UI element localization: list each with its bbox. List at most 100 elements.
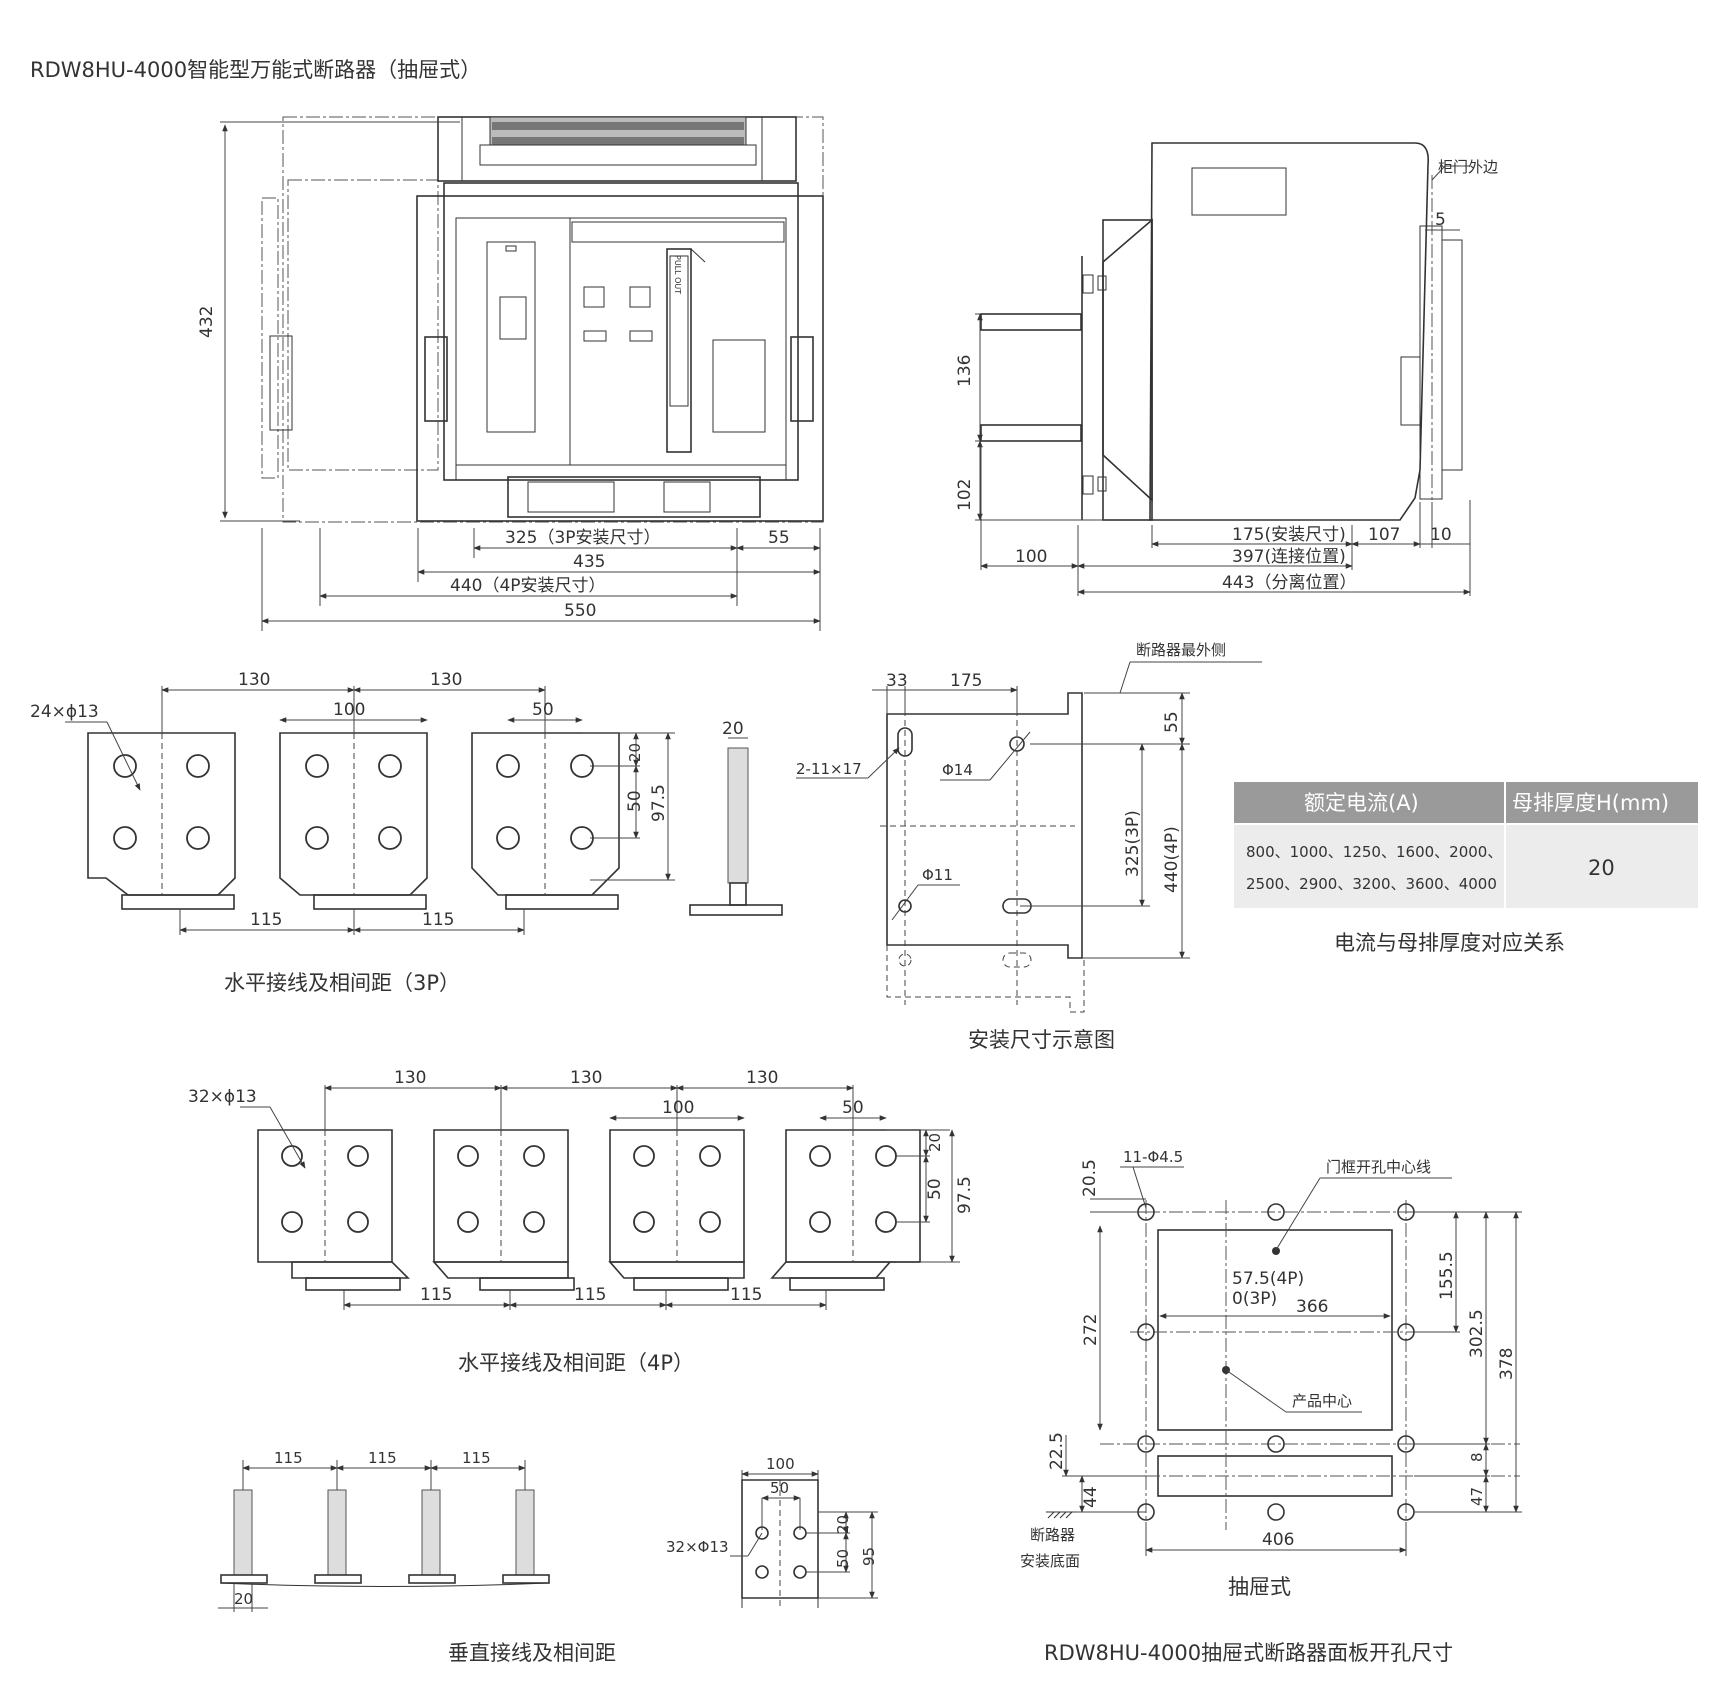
dim-115-a: 115 bbox=[250, 910, 282, 930]
table-header-thickness: 母排厚度H(mm) bbox=[1512, 791, 1669, 815]
dim-20-v: 20 bbox=[234, 1590, 253, 1608]
sub-caption: 抽屉式 bbox=[1228, 1575, 1291, 1599]
dim-378: 378 bbox=[1497, 1348, 1517, 1380]
dim-115-c-v: 115 bbox=[462, 1449, 491, 1467]
dim-22-5: 22.5 bbox=[1047, 1432, 1067, 1470]
table-row-line-1: 800、1000、1250、1600、2000、 bbox=[1246, 843, 1502, 861]
holes-label-v: 32×Φ13 bbox=[666, 1538, 729, 1556]
dim-115-a-v: 115 bbox=[274, 1449, 303, 1467]
dim-115-b: 115 bbox=[422, 910, 454, 930]
outer-side-label: 断路器最外侧 bbox=[1136, 641, 1226, 659]
dim-50-v-4p: 50 bbox=[925, 1178, 945, 1200]
caption-mounting: 安装尺寸示意图 bbox=[968, 1028, 1115, 1052]
door-center-label: 门框开孔中心线 bbox=[1326, 1158, 1431, 1176]
dim-136: 136 bbox=[955, 355, 975, 387]
slots-label: 2-11×17 bbox=[796, 760, 862, 778]
dim-406: 406 bbox=[1262, 1530, 1294, 1550]
dim-130-c-4p: 130 bbox=[746, 1068, 778, 1088]
dim-100: 100 bbox=[333, 700, 365, 720]
table-row-line-2: 2500、2900、3200、3600、4000 bbox=[1246, 875, 1497, 893]
dim-50: 50 bbox=[532, 700, 554, 720]
dim-130-a: 130 bbox=[238, 670, 270, 690]
base-label-2: 安装底面 bbox=[1020, 1552, 1080, 1570]
dim-432: 432 bbox=[197, 306, 217, 338]
dim-115-b-4p: 115 bbox=[574, 1285, 606, 1305]
dim-397: 397(连接位置) bbox=[1232, 547, 1346, 567]
dim-0-3p: 0(3P) bbox=[1232, 1289, 1277, 1309]
dim-366: 366 bbox=[1296, 1297, 1328, 1317]
caption-panel: RDW8HU-4000抽屉式断路器面板开孔尺寸 bbox=[1044, 1641, 1453, 1665]
dim-272: 272 bbox=[1081, 1314, 1101, 1346]
holes-label-panel: 11-Φ4.5 bbox=[1123, 1148, 1183, 1166]
dim-95: 95 bbox=[860, 1547, 878, 1566]
page-title: RDW8HU-4000智能型万能式断路器（抽屉式） bbox=[30, 58, 481, 82]
dim-115-a-4p: 115 bbox=[420, 1285, 452, 1305]
dim-47: 47 bbox=[1468, 1487, 1486, 1506]
thickness-table: 额定电流(A) 母排厚度H(mm) 800、1000、1250、1600、200… bbox=[1234, 782, 1698, 955]
horizontal-4p: 130 130 130 100 50 32×ϕ13 20 50 97.5 115… bbox=[188, 1068, 975, 1375]
dim-550: 550 bbox=[564, 601, 596, 621]
caption-vertical: 垂直接线及相间距 bbox=[448, 1641, 616, 1665]
dim-20: 20 bbox=[626, 743, 644, 762]
caption-3p: 水平接线及相间距（3P） bbox=[224, 971, 460, 995]
dim-55-m: 55 bbox=[1162, 711, 1182, 733]
base-hatch bbox=[1046, 1511, 1076, 1519]
dim-8: 8 bbox=[1468, 1452, 1486, 1462]
dim-102: 102 bbox=[955, 479, 975, 511]
dim-44: 44 bbox=[1081, 1486, 1101, 1508]
dim-10: 10 bbox=[1430, 525, 1452, 545]
door-edge-label: 柜门外边 bbox=[1438, 158, 1498, 176]
dim-155-5: 155.5 bbox=[1437, 1251, 1457, 1300]
dim-115-c-4p: 115 bbox=[730, 1285, 762, 1305]
holes-label-4p: 32×ϕ13 bbox=[188, 1087, 257, 1107]
dim-50-vv: 50 bbox=[834, 1549, 852, 1568]
dim-33: 33 bbox=[886, 671, 908, 691]
dim-57-5: 57.5(4P) bbox=[1232, 1269, 1304, 1289]
product-center-label: 产品中心 bbox=[1292, 1392, 1352, 1410]
pull-out-handle: PULL OUT bbox=[666, 248, 706, 453]
bar-thickness: 20 bbox=[722, 719, 744, 739]
dim-440: 440（4P安装尺寸） bbox=[450, 576, 606, 596]
dim-50-vp: 50 bbox=[770, 1479, 789, 1497]
dim-50-4p: 50 bbox=[842, 1098, 864, 1118]
dim-55: 55 bbox=[768, 528, 790, 548]
phi14: Φ14 bbox=[942, 761, 973, 779]
phi11: Φ11 bbox=[922, 866, 953, 884]
dim-130-a-4p: 130 bbox=[394, 1068, 426, 1088]
dim-115-b-v: 115 bbox=[368, 1449, 397, 1467]
dim-97-5: 97.5 bbox=[649, 784, 669, 822]
front-view: PULL OUT 432 325（3P安装尺寸） 55 435 440（4P安装… bbox=[197, 116, 824, 631]
holes-label: 24×ϕ13 bbox=[30, 702, 99, 722]
caption-4p: 水平接线及相间距（4P） bbox=[458, 1351, 694, 1375]
dim-325-3p: 325(3P) bbox=[1123, 810, 1143, 877]
dim-175-m: 175 bbox=[950, 671, 982, 691]
dim-325: 325（3P安装尺寸） bbox=[505, 528, 661, 548]
side-view: 柜门外边 5 136 102 175(安装尺寸) 107 10 100 397(… bbox=[955, 142, 1498, 596]
dim-443: 443（分离位置） bbox=[1222, 573, 1356, 593]
dim-107: 107 bbox=[1368, 525, 1400, 545]
dim-130-b: 130 bbox=[430, 670, 462, 690]
vertical-connection: 115 115 115 20 100 50 32×Φ13 20 50 95 垂直 bbox=[218, 1449, 878, 1665]
dim-302-5: 302.5 bbox=[1467, 1309, 1487, 1358]
dim-100: 100 bbox=[1015, 547, 1047, 567]
panel-cutout: 11-Φ4.5 门框开孔中心线 20.5 272 57.5(4P) 0(3P) … bbox=[1020, 1148, 1522, 1665]
holes-4p bbox=[281, 1145, 897, 1233]
table-header-current: 额定电流(A) bbox=[1304, 791, 1419, 815]
dim-435: 435 bbox=[573, 552, 605, 572]
horizontal-3p: 130 130 100 50 24×ϕ13 20 50 97.5 115 115… bbox=[30, 670, 783, 995]
dim-20-4p: 20 bbox=[926, 1133, 944, 1152]
table-row-value: 20 bbox=[1588, 856, 1615, 880]
dim-100-v: 100 bbox=[766, 1455, 795, 1473]
table-caption: 电流与母排厚度对应关系 bbox=[1334, 931, 1565, 955]
mounting: 33 175 断路器最外侧 55 2-11×17 Φ14 Φ11 325(3P)… bbox=[796, 641, 1262, 1052]
dim-440-4p: 440(4P) bbox=[1162, 826, 1182, 893]
base-label-1: 断路器 bbox=[1030, 1526, 1075, 1544]
pull-out-label: PULL OUT bbox=[673, 255, 682, 294]
dim-50-v: 50 bbox=[625, 790, 645, 812]
dim-20-vv: 20 bbox=[834, 1515, 852, 1534]
holes-3p bbox=[113, 754, 594, 850]
dim-175: 175(安装尺寸) bbox=[1232, 525, 1346, 545]
dim-97-5-4p: 97.5 bbox=[955, 1176, 975, 1214]
dim-130-b-4p: 130 bbox=[570, 1068, 602, 1088]
